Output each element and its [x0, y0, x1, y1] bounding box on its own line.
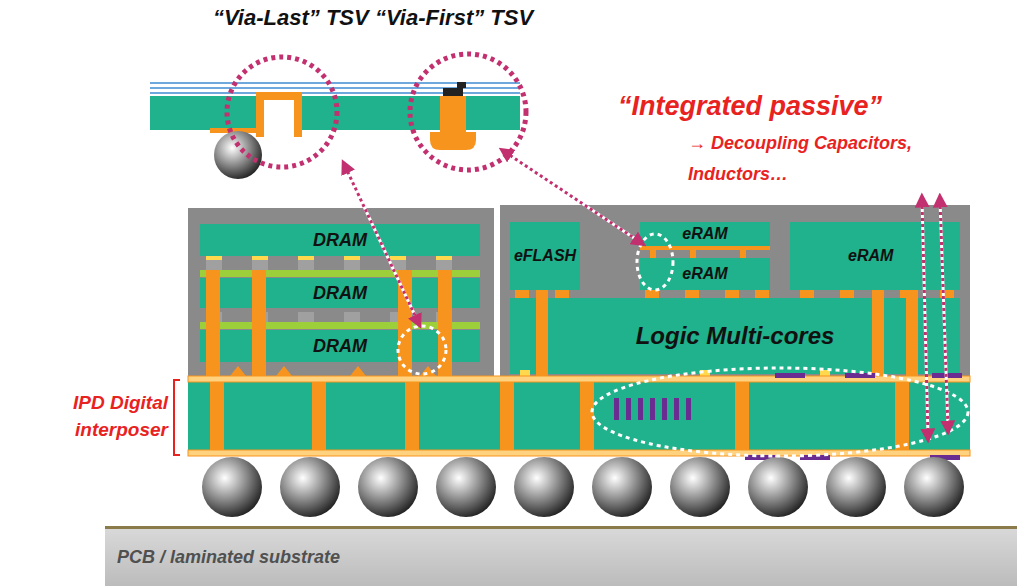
die-label: PCB / laminated substrate — [117, 547, 340, 568]
callout-label: “Integrated passive” — [618, 90, 882, 122]
dram-die: DRAM — [200, 278, 480, 308]
highlight-outlines — [398, 234, 968, 456]
ram-die: eRAM — [640, 258, 770, 290]
logic-stack — [500, 205, 970, 376]
logic-die: Logic Multi-cores — [510, 298, 960, 374]
die-label: DRAM — [313, 230, 367, 251]
callout-label: “Via-Last” TSV — [213, 5, 369, 31]
callout-label: IPD Digital interposer — [4, 390, 168, 443]
die-label: DRAM — [313, 283, 367, 304]
callout-label: → Decoupling Capacitors, Inductors… — [688, 128, 940, 189]
substrate-band: PCB / laminated substrate — [105, 529, 1017, 586]
interposer — [174, 366, 970, 460]
ram-die: eRAM — [790, 222, 960, 290]
die-label: Logic Multi-cores — [636, 322, 835, 350]
callout-label: “Via-First” TSV — [375, 5, 533, 31]
dram-stack — [188, 208, 494, 376]
pointer-arrows — [345, 152, 948, 436]
die-label: eRAM — [848, 247, 893, 265]
solder-balls — [202, 457, 964, 517]
die-label: eRAM — [682, 265, 727, 283]
pcb-band — [105, 526, 1017, 586]
die-label: eFLASH — [514, 247, 576, 265]
flash-die: eFLASH — [510, 222, 580, 290]
ram-die: eRAM — [640, 222, 770, 246]
dram-die: DRAM — [200, 330, 480, 362]
dram-die: DRAM — [200, 224, 480, 256]
callout-circles — [227, 54, 526, 170]
die-label: eRAM — [682, 225, 727, 243]
die-label: DRAM — [313, 336, 367, 357]
